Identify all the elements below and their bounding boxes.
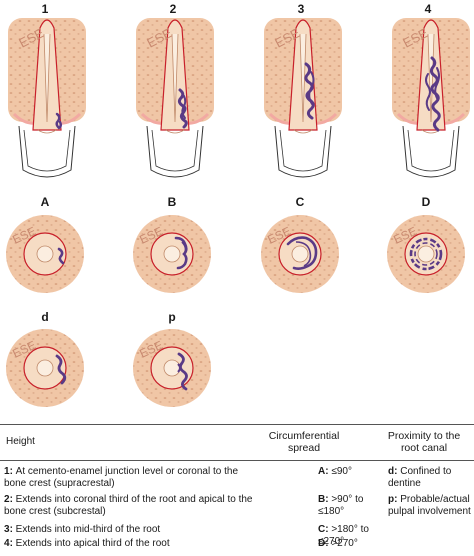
cross-c: ESE	[261, 215, 339, 293]
tooth-3: ESE	[264, 18, 342, 178]
height-text: Extends into mid-third of the root	[15, 524, 161, 535]
cross-b: ESE	[133, 215, 211, 293]
cross-label-a: A	[40, 195, 50, 209]
height-text: At cemento-enamel junction level or coro…	[4, 466, 239, 489]
tooth-diagrams: ESE ESE ESE ESE	[8, 18, 470, 178]
header-spread: Circumferential spread	[268, 430, 340, 454]
cross-label-c: C	[295, 195, 305, 209]
table-row: 2: Extends into coronal third of the roo…	[4, 494, 253, 517]
cross-d-dentine: ESE	[6, 329, 84, 407]
table-row: 1: At cemento-enamel junction level or c…	[4, 466, 239, 489]
header-proximity: Proximity to the root canal	[387, 430, 461, 454]
cross-label-d: D	[421, 195, 431, 209]
proximity-cell: d: Confined to dentine	[388, 466, 452, 489]
height-text: Extends into coronal third of the root a…	[4, 494, 253, 517]
table-row: 4: Extends into apical third of the root	[4, 538, 170, 549]
cross-section-diagrams: ESE ESE ESE ESE	[6, 215, 465, 293]
height-key: 2	[4, 494, 10, 505]
spread-cell: C: >180° to ≤270°	[318, 524, 369, 547]
tooth-label-4: 4	[424, 2, 432, 16]
header-height: Height	[6, 436, 35, 447]
tooth-label-1: 1	[41, 2, 49, 16]
spread-cell: A: ≤90°	[318, 466, 352, 477]
tooth-1: ESE	[8, 18, 86, 178]
prox-label-p: p	[168, 310, 176, 324]
tooth-label-3: 3	[297, 2, 305, 16]
tooth-label-2: 2	[169, 2, 177, 16]
table-top-rule	[0, 424, 474, 425]
tooth-4: ESE	[392, 18, 470, 178]
proximity-cell: p: Probable/actual pulpal involvement	[388, 494, 471, 517]
height-key: 1	[4, 466, 10, 477]
cross-a: ESE	[6, 215, 84, 293]
cross-label-b: B	[167, 195, 177, 209]
cross-d: ESE	[387, 215, 465, 293]
proximity-diagrams: ESE ESE	[6, 329, 211, 407]
spread-cell: B: >90° to ≤180°	[318, 494, 364, 517]
height-text: Extends into apical third of the root	[15, 538, 170, 549]
table-header-rule	[0, 460, 474, 461]
cross-p-pulpal: ESE	[133, 329, 211, 407]
height-key: 3	[4, 524, 10, 535]
classification-table: Height Circumferential spread Proximity …	[0, 424, 474, 556]
spread-cell: D: >270°	[318, 538, 358, 549]
prox-label-d: d	[41, 310, 49, 324]
table-row: 3: Extends into mid-third of the root	[4, 524, 161, 535]
height-key: 4	[4, 538, 10, 549]
tooth-2: ESE	[136, 18, 214, 178]
